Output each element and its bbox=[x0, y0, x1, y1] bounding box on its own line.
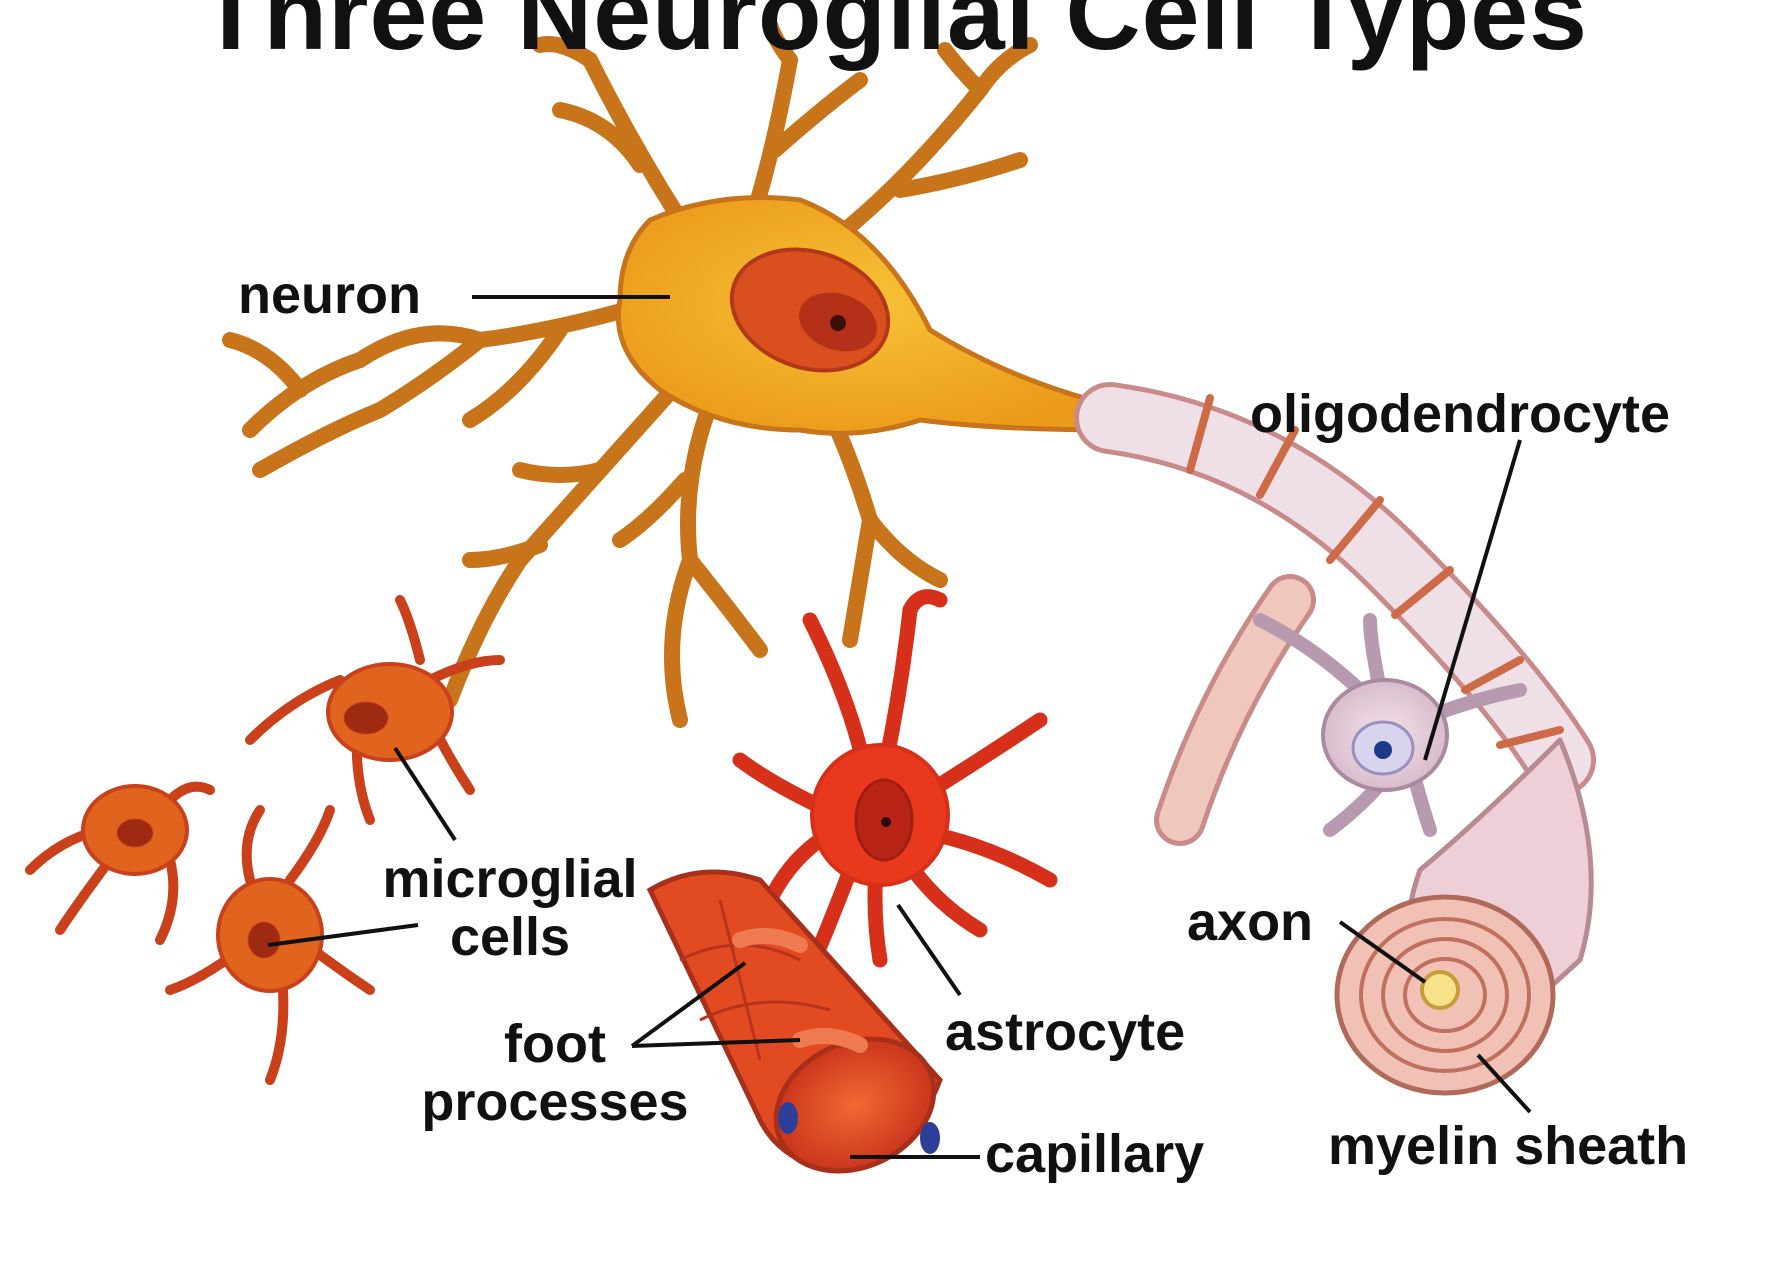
label-oligodendrocyte: oligodendrocyte bbox=[1250, 385, 1670, 443]
label-foot-line2: processes bbox=[385, 1073, 725, 1131]
label-microglial-line2: cells bbox=[350, 908, 670, 966]
leader-microglial-a bbox=[395, 748, 455, 840]
label-microglial-cells: microglial cells bbox=[350, 850, 670, 967]
myelin-roll bbox=[1337, 897, 1553, 1093]
label-capillary: capillary bbox=[985, 1125, 1204, 1183]
label-neuron: neuron bbox=[238, 266, 421, 324]
microglial-cell-1 bbox=[250, 600, 500, 820]
label-foot-line1: foot bbox=[385, 1015, 725, 1073]
axon-myelin bbox=[1110, 398, 1591, 1093]
microglial-cell-2 bbox=[30, 786, 210, 940]
label-myelin-sheath: myelin sheath bbox=[1328, 1117, 1688, 1175]
label-axon: axon bbox=[1187, 893, 1313, 951]
neuron-cell bbox=[230, 25, 1110, 720]
label-microglial-line1: microglial bbox=[350, 850, 670, 908]
label-astrocyte: astrocyte bbox=[945, 1003, 1185, 1061]
microglial-cells bbox=[30, 600, 500, 1080]
diagram-title: Three Neuroglial Cell Types bbox=[0, 0, 1787, 66]
label-foot-processes: foot processes bbox=[385, 1015, 725, 1132]
